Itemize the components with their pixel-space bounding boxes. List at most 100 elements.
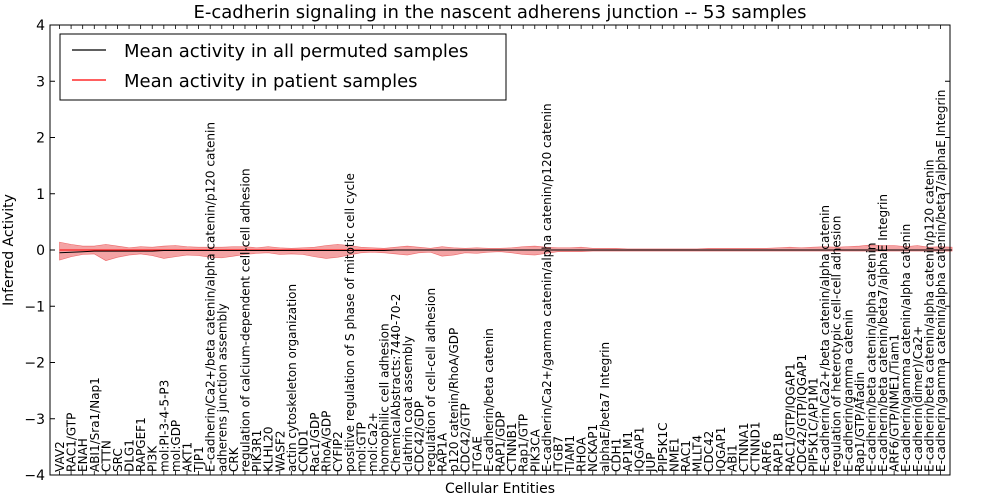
x-tick-label: TJP1 — [192, 446, 206, 473]
x-tick-label: Rac1/GDP — [308, 413, 322, 472]
x-tick-label: E-cadherin/Ca2+/beta catenin/alpha caten… — [818, 205, 832, 472]
x-tick-label: E-cadherin/Ca2+/gamma catenin/alpha cate… — [540, 103, 554, 472]
x-tick-label: ABI1 — [725, 444, 739, 472]
chart-title: E-cadherin signaling in the nascent adhe… — [193, 2, 806, 23]
x-tick-label: positive regulation of S phase of mitoti… — [343, 173, 357, 472]
x-tick-label-layer: VAV2RAC1/GTPENAHABI1/Sra1/Nap1CTTNSRCDLG… — [53, 90, 948, 473]
x-tick-label: RAC1/GTP — [65, 413, 79, 472]
x-tick-label: RAC1 — [679, 440, 693, 472]
x-tick-label: PIP5K1C/AP1M1 — [806, 377, 820, 472]
legend-label-patient: Mean activity in patient samples — [124, 71, 418, 92]
x-tick-label: mol:PI-3-4-5-P3 — [157, 380, 171, 472]
x-tick-label: E-cadherin(dimer)/Ca2+ — [911, 326, 925, 472]
y-tick-label: 1 — [36, 187, 45, 203]
legend-label-permuted: Mean activity in all permuted samples — [124, 41, 468, 62]
x-tick-label: PIK3R1 — [250, 430, 264, 472]
x-tick-label: ARF6 — [760, 441, 774, 472]
x-tick-label: IQGAP1 — [714, 427, 728, 472]
x-tick-label: CTNND1 — [749, 421, 763, 472]
x-tick-label: ENAH — [76, 438, 90, 472]
x-tick-label: regulation of heterotypic cell-cell adhe… — [830, 216, 844, 472]
x-tick-label: PIP5K1C — [656, 422, 670, 472]
x-tick-label: E-cadherin/beta catenin/beta7/alphaE Int… — [876, 194, 890, 472]
x-tick-label: actin cytoskeleton organization — [285, 284, 299, 472]
x-tick-label: CTNNB1 — [505, 422, 519, 472]
x-tick-label: PIK3CA — [528, 428, 542, 472]
y-tick-label: −2 — [24, 356, 45, 372]
x-tick-label: NME1 — [667, 437, 681, 472]
x-tick-label: clathrin coat assembly — [401, 336, 415, 472]
x-tick-label: NCKAP1 — [586, 424, 600, 472]
x-tick-label: RAP1B — [772, 433, 786, 472]
x-tick-label: ABI1/Sra1/Nap1 — [88, 377, 102, 472]
y-tick-label: −1 — [24, 299, 45, 315]
y-tick-label: −3 — [24, 412, 45, 428]
x-tick-label: WASF2 — [273, 430, 287, 472]
x-tick-label: mol:GTP — [354, 422, 368, 472]
series-layer — [59, 249, 953, 254]
x-tick-label: CTTN — [99, 440, 113, 472]
x-tick-label: RAP1A — [436, 432, 450, 472]
x-tick-label: E-cadherin/gamma catenin/alpha catenin — [899, 224, 913, 472]
x-tick-label: KLHL20 — [262, 426, 276, 472]
x-tick-label: Rap1/GTP — [517, 414, 531, 472]
x-tick-label: E-cadherin/beta catenin — [482, 328, 496, 472]
x-tick-label: RAPGEF1 — [134, 417, 148, 472]
y-tick-label: 2 — [36, 131, 45, 147]
x-tick-label: VAV2 — [53, 441, 67, 472]
x-tick-label: TIAM1 — [563, 435, 577, 473]
y-axis-label: Inferred Activity — [1, 194, 17, 306]
x-tick-label: ITGAE — [470, 436, 484, 472]
x-tick-label: SRC — [111, 448, 125, 472]
x-tick-label: E-cadherin/beta catenin/alpha catenin/p1… — [922, 159, 936, 472]
x-tick-label: CDH1 — [609, 438, 623, 472]
plot-frame — [49, 24, 951, 476]
x-tick-label: DLG1 — [123, 439, 137, 472]
x-tick-label: IQGAP1 — [633, 427, 647, 472]
x-tick-label: CDC42/GTP — [459, 403, 473, 472]
x-tick-label: CDC42/GTP/IQGAP1 — [795, 354, 809, 472]
x-tick-label: ChemicalAbstracts:7440-70-2 — [389, 294, 403, 472]
x-tick-label: Rap1/GTP/Afadin — [853, 372, 867, 472]
x-tick-label: RhoA/GDP — [320, 411, 334, 472]
confidence-band-layer — [59, 241, 953, 262]
x-tick-label: p120 catenin/RhoA/GDP — [447, 328, 461, 472]
confidence-band — [59, 241, 953, 262]
x-tick-label: ARF6/GTP/NME1/Tiam1 — [888, 334, 902, 472]
x-tick-label: regulation of cell-cell adhesion — [424, 288, 438, 472]
x-tick-label: CTNNA1 — [737, 422, 751, 472]
x-tick-label: E-cadherin/Ca2+/beta catenin/alpha caten… — [204, 122, 218, 472]
x-tick-label: E-cadherin/beta catenin/alpha catenin — [864, 242, 878, 472]
series-line-permuted — [59, 249, 953, 254]
legend: Mean activity in all permuted samples Me… — [59, 33, 507, 101]
x-tick-label: RHOA — [575, 436, 589, 472]
legend-box — [59, 33, 507, 101]
x-tick-label: mol:GDP — [169, 420, 183, 472]
y-tick-label: −4 — [24, 468, 45, 484]
x-tick-label: alphaE/beta7 Integrin — [598, 342, 612, 472]
x-tick-label: CYFIP2 — [331, 431, 345, 472]
x-tick-label: CCND1 — [296, 429, 310, 472]
x-tick-label: RAP1/GDP — [494, 411, 508, 472]
x-axis-label: Cellular Entities — [445, 481, 555, 497]
x-tick-label: CDC42 — [702, 431, 716, 472]
x-tick-label: CDC42/GDP — [412, 401, 426, 472]
x-tick-label: adherens junction assembly — [215, 303, 229, 472]
x-tick-label: RAC1/GTP/IQGAP1 — [783, 363, 797, 472]
x-tick-label: MLLT4 — [691, 435, 705, 472]
x-tick-label: E-cadherin/gamma catenin/alpha catenin/b… — [934, 90, 948, 472]
x-tick-label: homophilic cell adhesion — [378, 323, 392, 472]
y-tick-label: 4 — [36, 18, 45, 34]
x-tick-label: ITGB7 — [551, 436, 565, 472]
x-tick-label: AP1M1 — [621, 431, 635, 472]
x-tick-label: PI3K — [146, 445, 160, 472]
x-tick-label: mol:Ca2+ — [366, 412, 380, 472]
y-tick-label: 3 — [36, 74, 45, 90]
tick-layer — [50, 24, 950, 476]
x-tick-label: JUP — [644, 452, 658, 473]
x-tick-label: regulation of calcium-dependent cell-cel… — [238, 168, 252, 472]
x-tick-label: E-cadherin/gamma catenin — [841, 309, 855, 472]
x-tick-label: CRK — [227, 446, 241, 472]
